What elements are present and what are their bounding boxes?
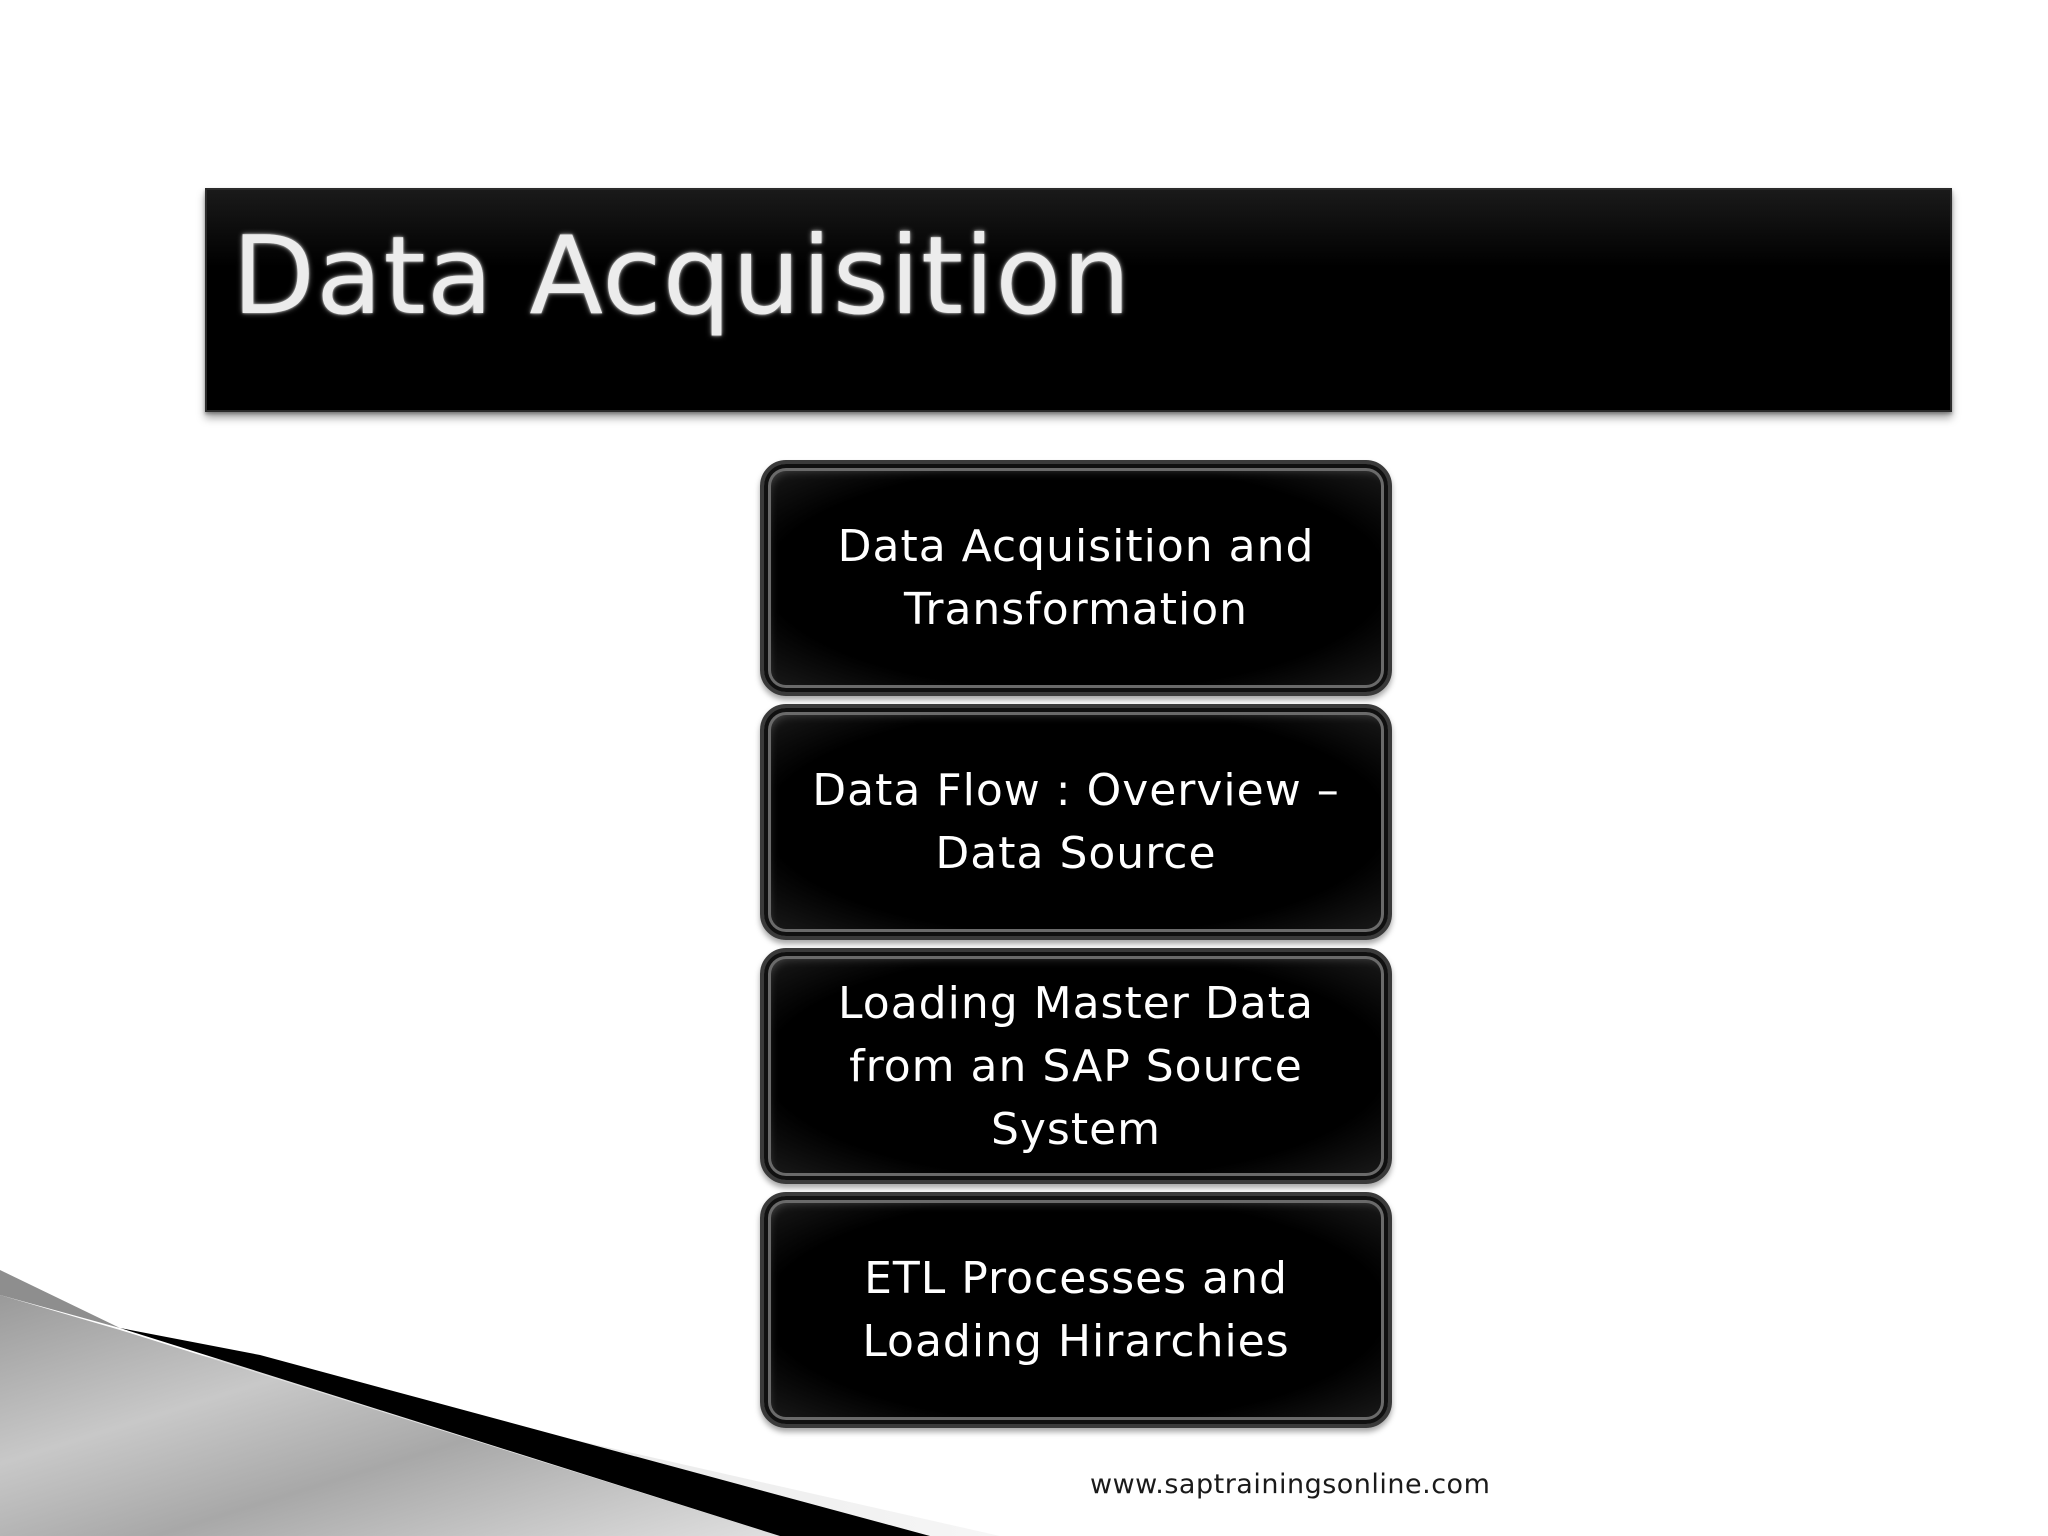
- topic-box-data-flow: Data Flow : Overview – Data Source: [760, 704, 1392, 940]
- topic-box-label: Data Flow : Overview – Data Source: [812, 765, 1340, 879]
- title-bar: Data Acquisition: [205, 188, 1952, 412]
- topic-box-label: Data Acquisition and Transformation: [837, 521, 1315, 635]
- footer-url: www.saptrainingsonline.com: [1090, 1469, 1491, 1500]
- topic-box-label: ETL Processes and Loading Hirarchies: [862, 1253, 1290, 1367]
- slide-title: Data Acquisition: [232, 214, 1132, 339]
- swoosh-grey-wedge: [0, 1295, 780, 1536]
- topic-box-master-data: Loading Master Data from an SAP Source S…: [760, 948, 1392, 1184]
- topic-box-data-acquisition: Data Acquisition and Transformation: [760, 460, 1392, 696]
- topic-box-label: Loading Master Data from an SAP Source S…: [838, 977, 1314, 1155]
- decorative-swoosh: [0, 1270, 1000, 1536]
- topic-box-etl: ETL Processes and Loading Hirarchies: [760, 1192, 1392, 1428]
- swoosh-edge: [0, 1270, 120, 1328]
- swoosh-black-stripe: [120, 1328, 930, 1536]
